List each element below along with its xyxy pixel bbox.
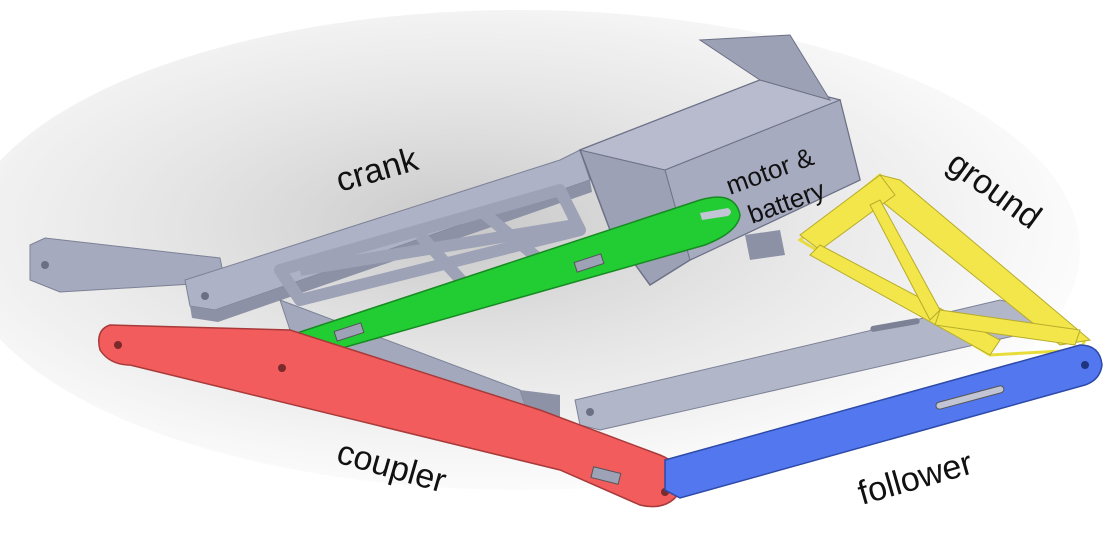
crank-link [286,196,741,361]
ground-link [797,173,1092,357]
follower-link [664,344,1103,499]
